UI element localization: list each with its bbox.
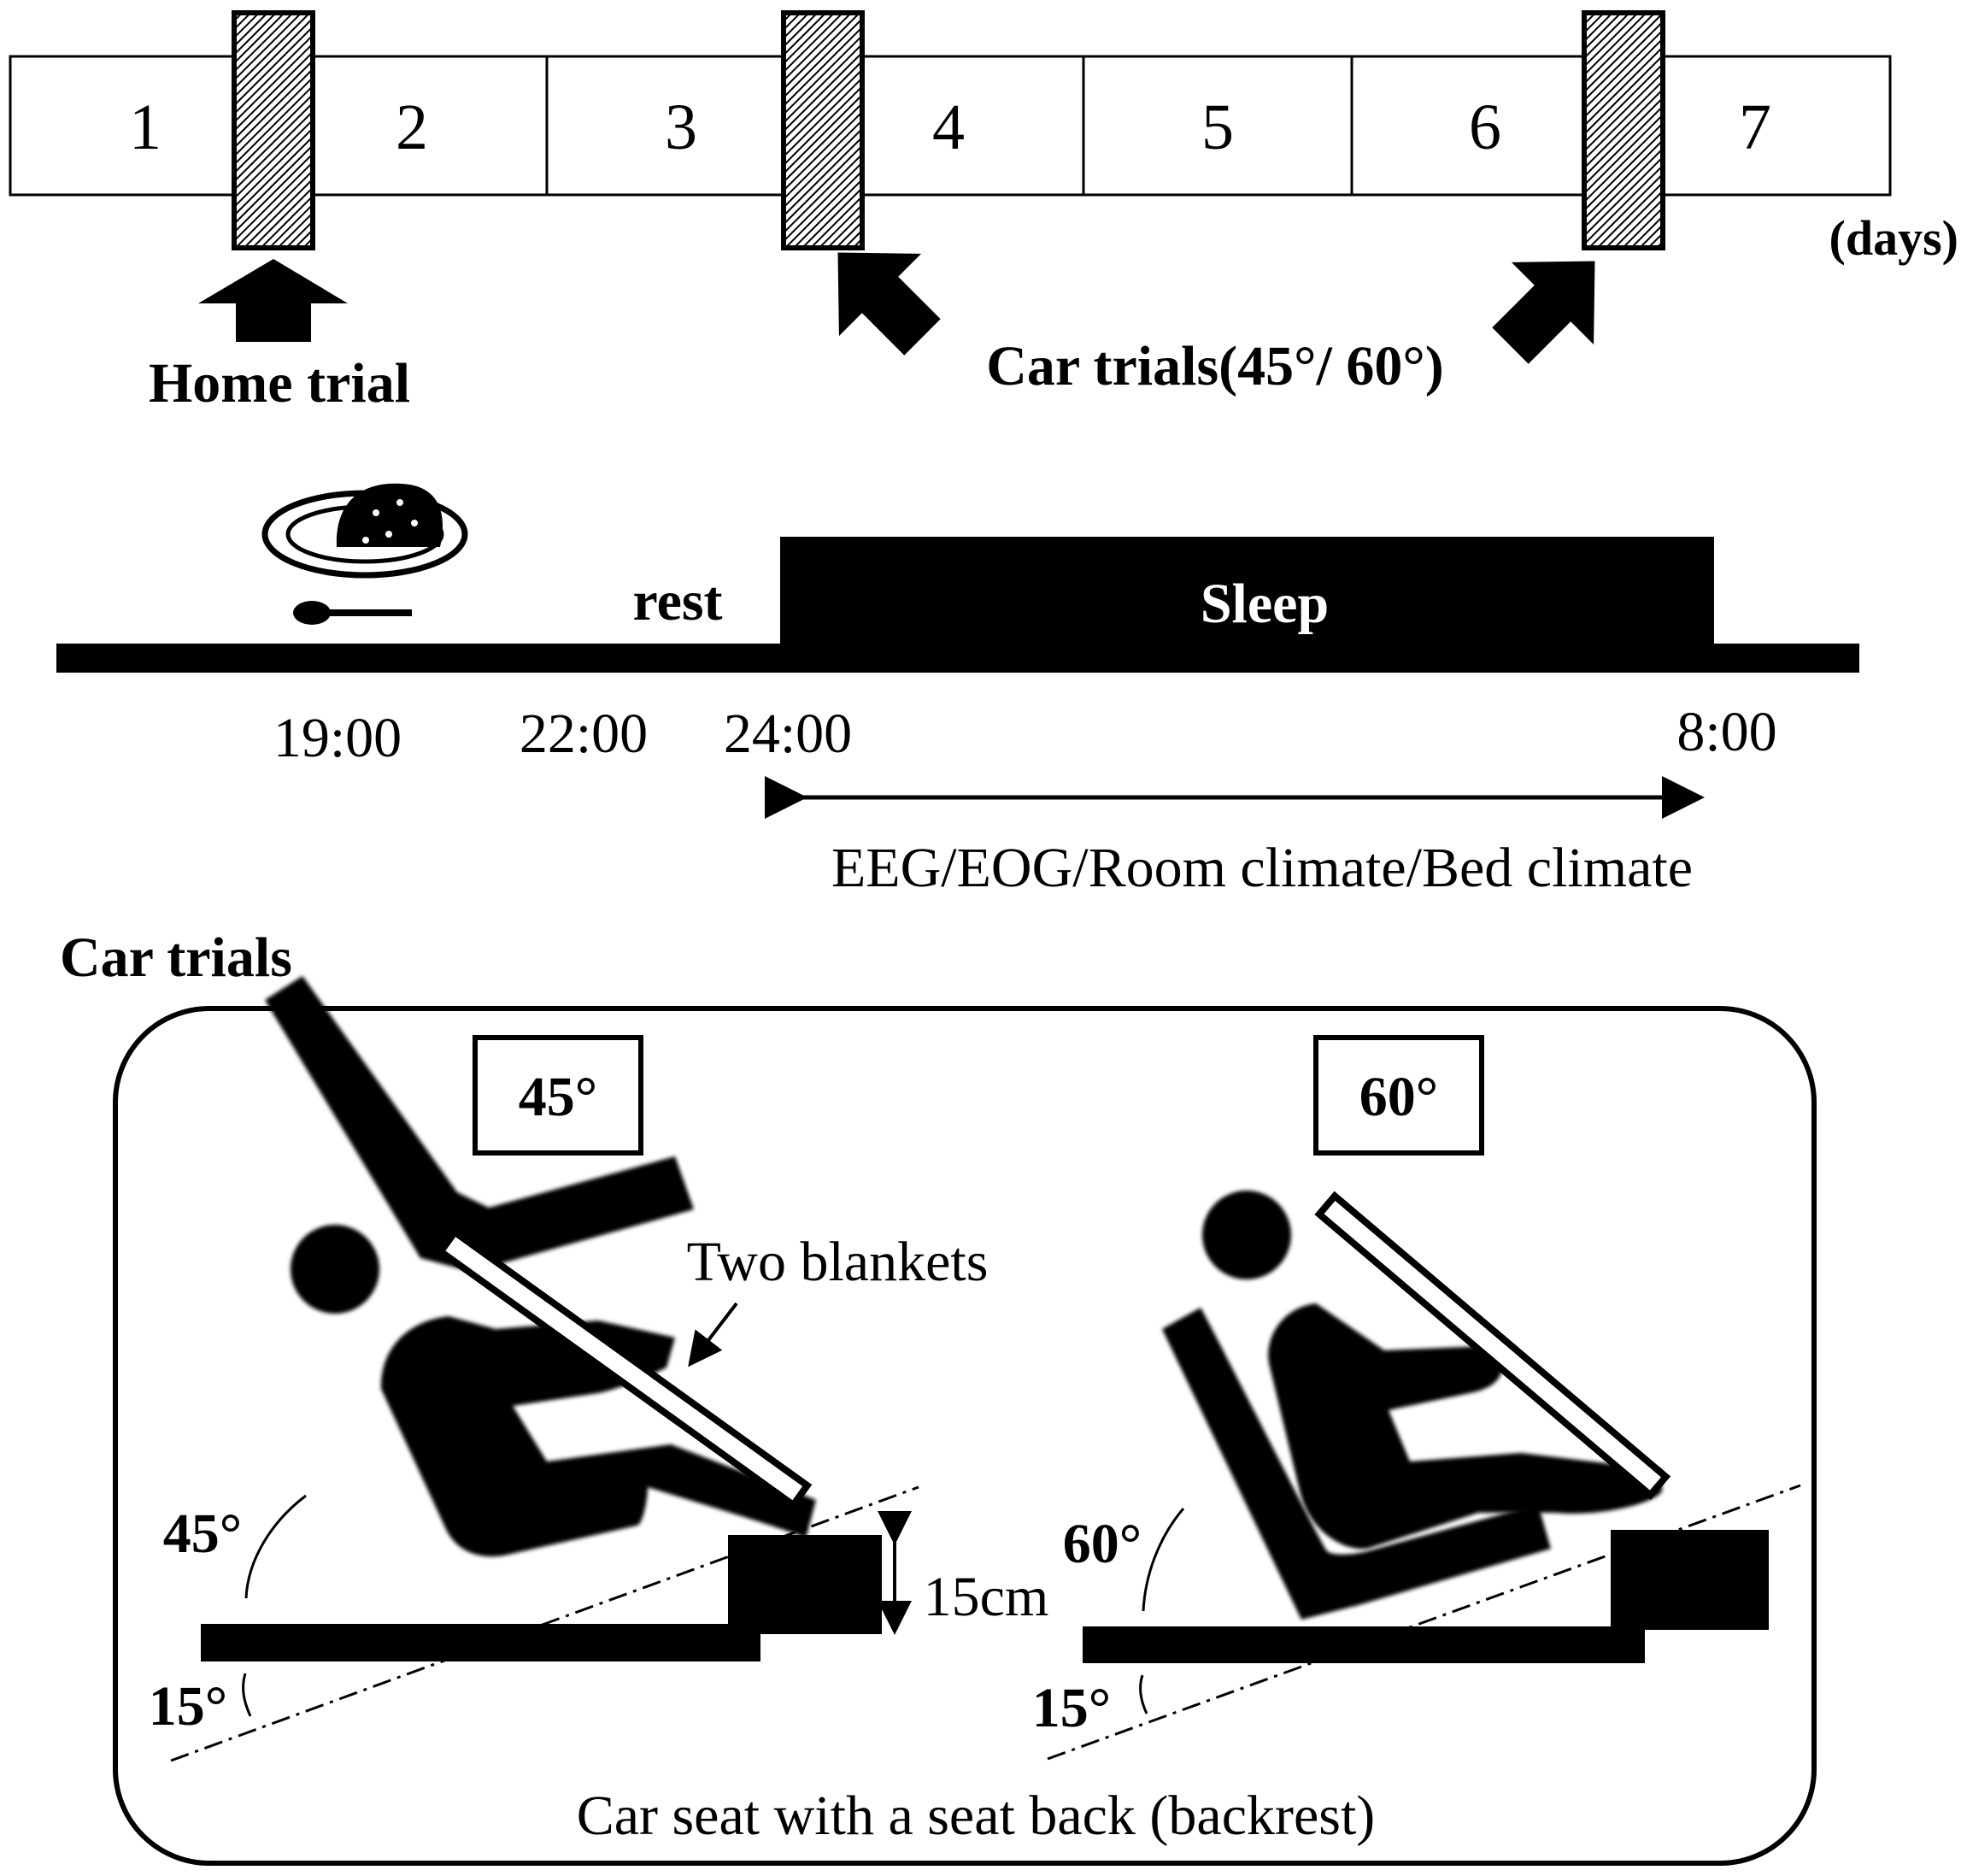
car-trials-section-title: Car trials bbox=[60, 926, 292, 989]
sleep-block bbox=[780, 537, 1714, 648]
sleep-label: Sleep bbox=[1201, 573, 1329, 635]
car-trials-section: Car trials 45° Two blankets 15cm bbox=[60, 926, 1817, 1866]
blankets-label: Two blankets bbox=[687, 1231, 989, 1293]
panel-60-title: 60° bbox=[1359, 1066, 1438, 1128]
car-trial-arrow bbox=[1492, 261, 1595, 364]
seat-60 bbox=[1162, 1308, 1551, 1620]
backrest-angle-label: 60° bbox=[1063, 1513, 1142, 1575]
backrest-angle-arc bbox=[1142, 1508, 1185, 1612]
trial-night-marker bbox=[1582, 10, 1665, 250]
floor-angle-label: 15° bbox=[149, 1675, 227, 1738]
day-1-label: 1 bbox=[129, 91, 161, 163]
panel-45: 45° Two blankets 15cm 45° 15° bbox=[149, 976, 1049, 1762]
panel-60: 60° 60° 15° bbox=[1032, 1035, 1801, 1761]
floor-reference-line bbox=[1047, 1484, 1801, 1761]
rest-label: rest bbox=[632, 570, 722, 632]
night-schedule: Sleep rest 19:00 22:00 24:00 8:00 EEG/EO… bbox=[56, 483, 1859, 899]
time-label: 19:00 bbox=[273, 707, 402, 769]
panel-60-title-box bbox=[1313, 1035, 1484, 1156]
day-5-label: 5 bbox=[1201, 91, 1234, 163]
day-7-label: 7 bbox=[1739, 91, 1771, 163]
car-floor bbox=[1083, 1626, 1645, 1663]
days-unit-label: (days) bbox=[1829, 210, 1958, 266]
floor-angle-arc bbox=[1139, 1674, 1148, 1714]
dinner-icon bbox=[261, 483, 468, 625]
time-label: 24:00 bbox=[724, 703, 852, 765]
day-4-label: 4 bbox=[932, 91, 965, 163]
day-timeline: 1 2 3 4 5 6 7 (days) Home trial Car tria… bbox=[9, 10, 1958, 415]
car-trials-frame bbox=[113, 1006, 1817, 1866]
day-6-label: 6 bbox=[1469, 91, 1501, 163]
time-label: 8:00 bbox=[1676, 701, 1776, 763]
schedule-baseline bbox=[56, 644, 1859, 673]
floor-angle-label: 15° bbox=[1032, 1677, 1111, 1739]
home-trial-label: Home trial bbox=[149, 352, 410, 415]
time-label: 22:00 bbox=[520, 703, 648, 765]
car-trial-arrow bbox=[837, 252, 941, 356]
footrest-step bbox=[1611, 1530, 1769, 1630]
car-trials-label: Car trials(45°/ 60°) bbox=[986, 335, 1443, 397]
footrest-step bbox=[728, 1535, 882, 1634]
step-height-label: 15cm bbox=[924, 1566, 1049, 1628]
blankets-45 bbox=[436, 1227, 813, 1510]
day-3-label: 3 bbox=[665, 91, 697, 163]
backrest-angle-label: 45° bbox=[163, 1503, 242, 1565]
seat-45 bbox=[265, 976, 694, 1272]
panel-45-title: 45° bbox=[519, 1066, 597, 1128]
car-floor bbox=[201, 1624, 760, 1661]
measurements-label: EEG/EOG/Room climate/Bed climate bbox=[831, 837, 1693, 899]
person-45 bbox=[291, 1225, 816, 1557]
day-2-label: 2 bbox=[396, 91, 428, 163]
home-trial-arrow bbox=[198, 259, 348, 342]
trial-night-marker bbox=[781, 10, 865, 250]
blankets-pointer-arrow bbox=[688, 1302, 738, 1367]
blankets-60 bbox=[1314, 1191, 1671, 1500]
car-seat-caption: Car seat with a seat back (backrest) bbox=[577, 1785, 1376, 1847]
floor-angle-arc bbox=[242, 1673, 252, 1717]
person-60 bbox=[1202, 1191, 1662, 1550]
trial-night-marker bbox=[232, 10, 315, 250]
panel-45-title-box bbox=[473, 1035, 643, 1156]
backrest-angle-arc bbox=[244, 1494, 307, 1599]
